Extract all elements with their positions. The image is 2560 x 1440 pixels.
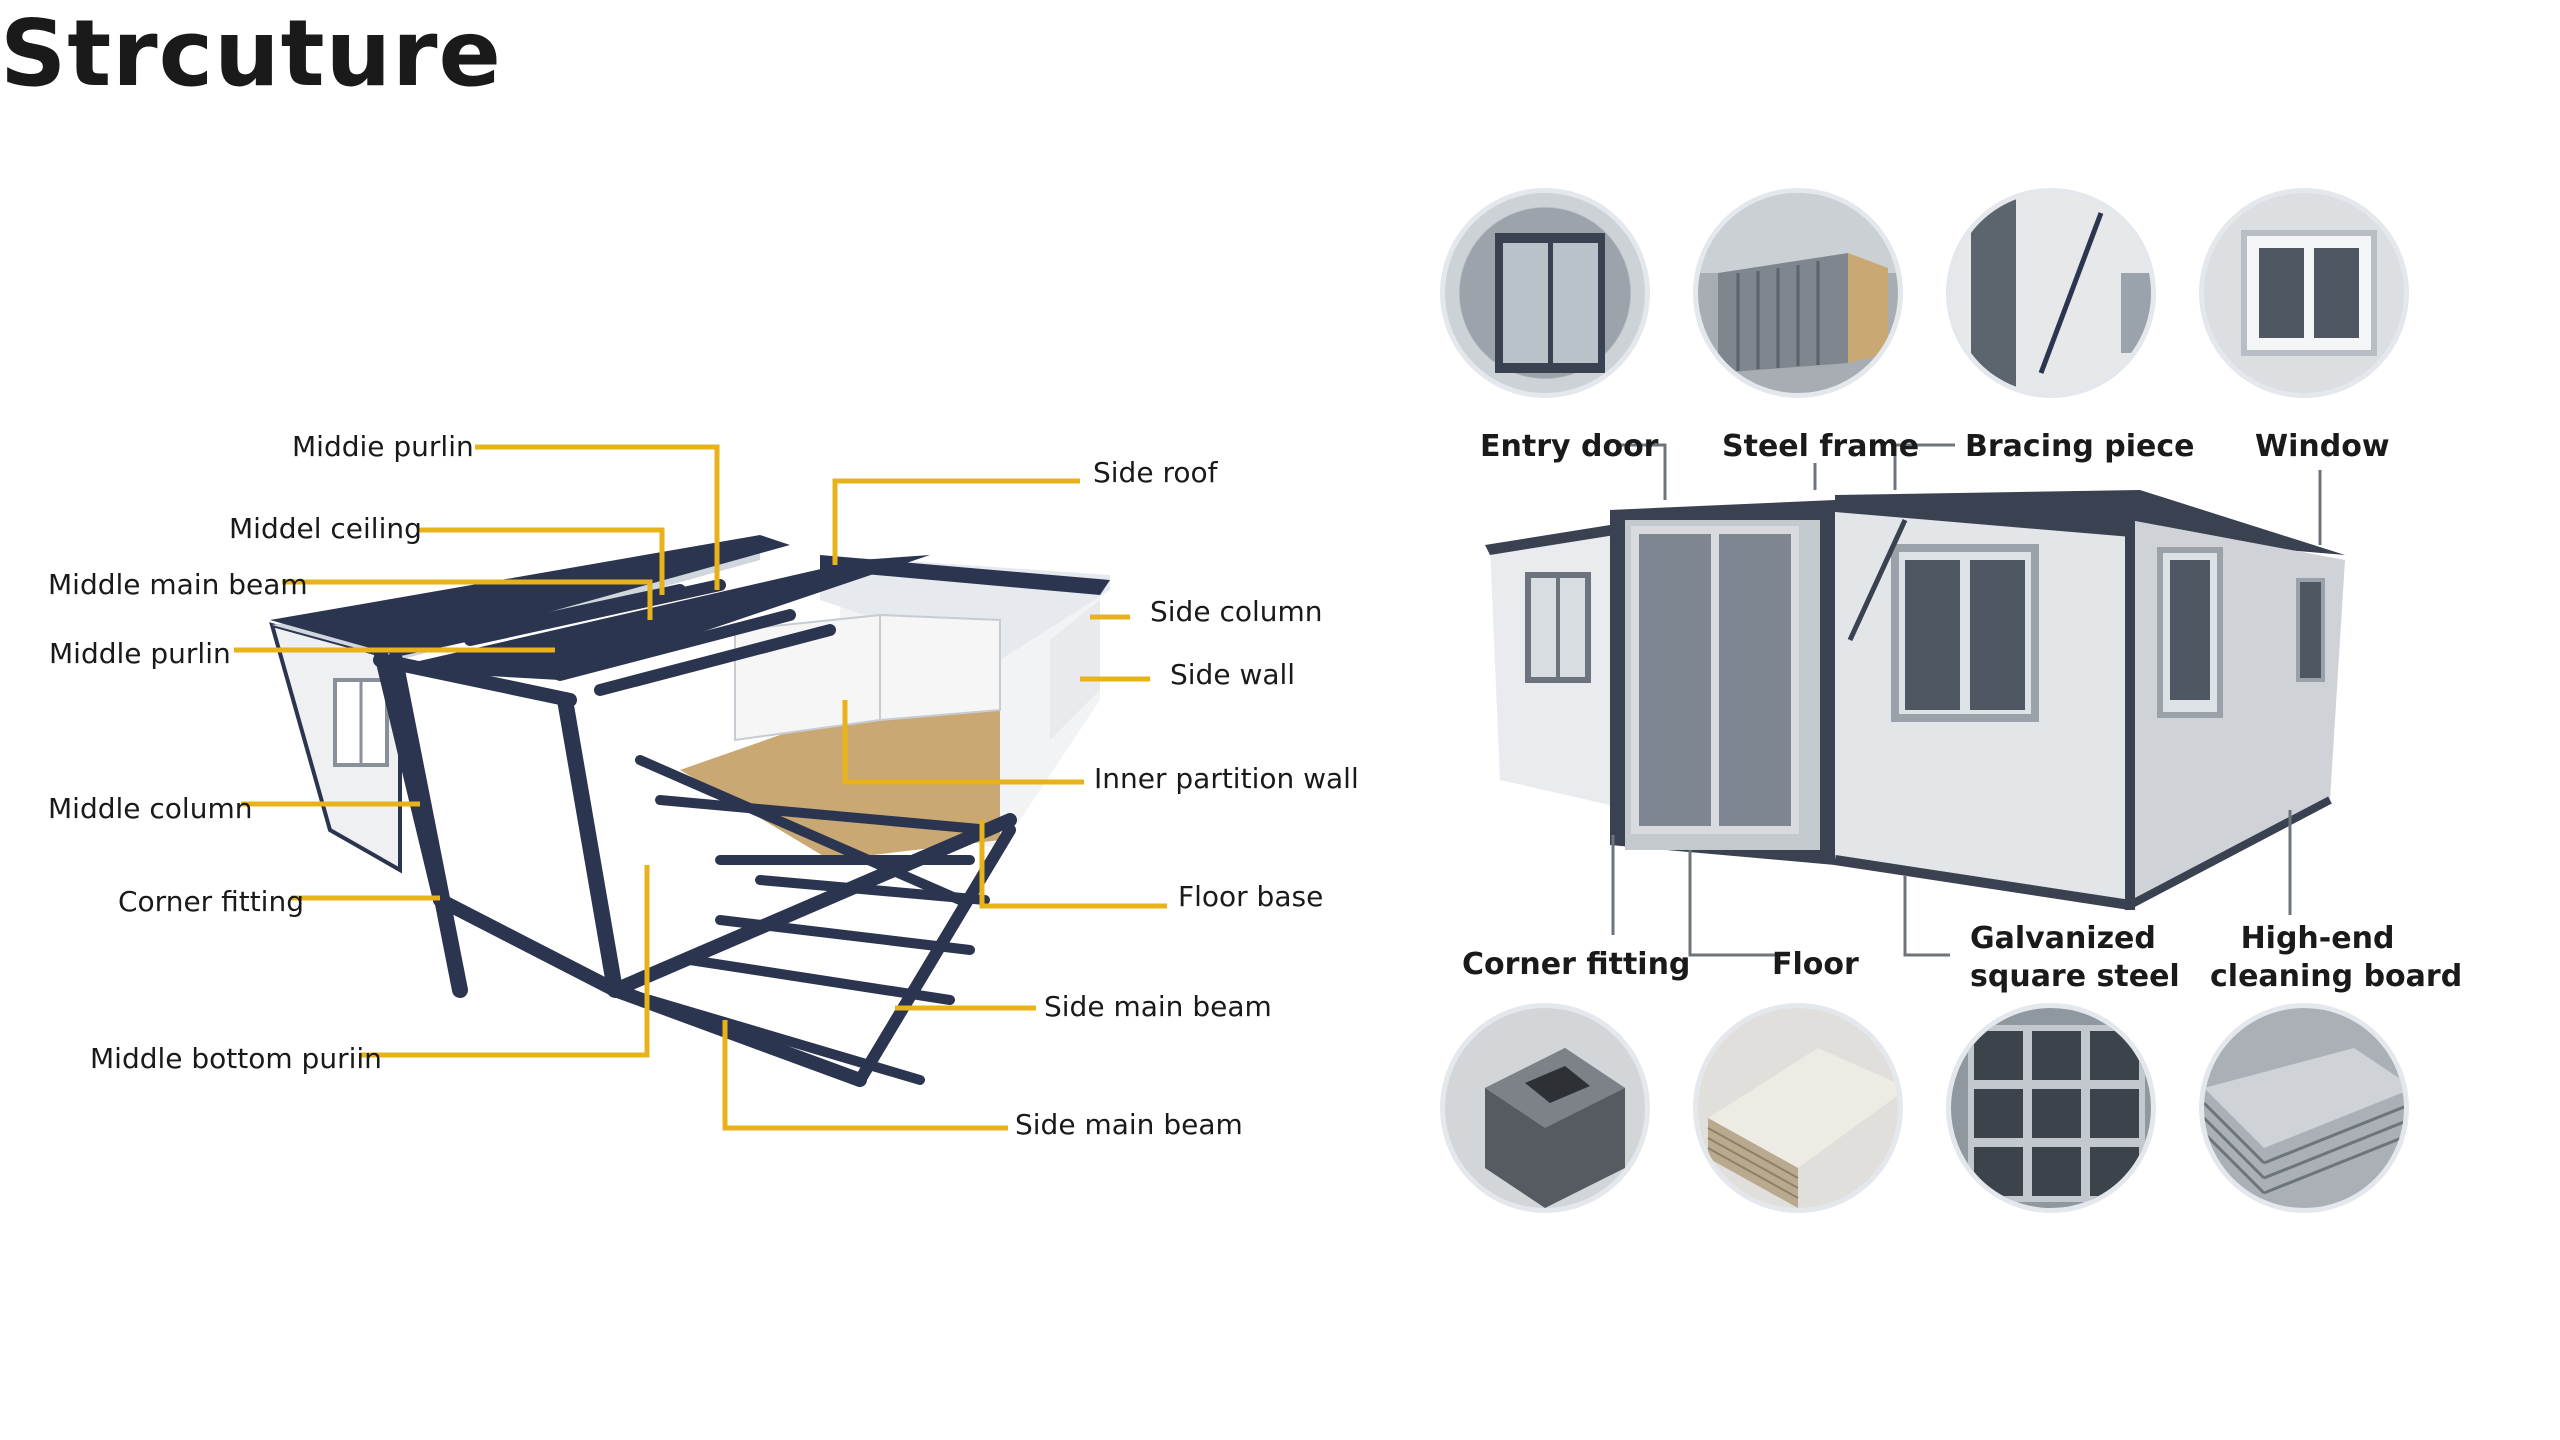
label-middle-bottom-puriin: Middle bottom puriin xyxy=(90,1042,382,1075)
left-module xyxy=(269,535,790,874)
label-window: Window xyxy=(2255,429,2390,464)
label-entry-door: Entry door xyxy=(1480,429,1659,464)
diagram-title: Strcuture xyxy=(0,0,502,107)
label-middie-purlin: Middie purlin xyxy=(292,430,474,463)
label-side-main-beam-2: Side main beam xyxy=(1015,1108,1243,1141)
label-side-roof: Side roof xyxy=(1093,456,1218,489)
label-bracing-piece: Bracing piece xyxy=(1965,429,2195,464)
label-galvanized-line2: square steel xyxy=(1970,959,2180,994)
right-module xyxy=(680,555,1110,860)
label-floor: Floor xyxy=(1772,947,1859,982)
label-inner-partition-wall: Inner partition wall xyxy=(1094,762,1359,795)
label-high-end-cleaning-board: High-end cleaning board xyxy=(2210,920,2463,996)
floor-photo xyxy=(1693,1003,1903,1213)
label-steel-frame: Steel frame xyxy=(1722,429,1920,464)
corner-fitting-photo xyxy=(1440,1003,1650,1213)
leader-lines-right xyxy=(1611,443,2322,957)
leader-lines-left xyxy=(234,444,1167,1131)
window-photo xyxy=(2199,188,2409,398)
label-middle-column: Middle column xyxy=(48,792,253,825)
house-illustration xyxy=(1485,490,2345,910)
bracing-piece-photo xyxy=(1946,188,2156,398)
label-side-main-beam-1: Side main beam xyxy=(1044,990,1272,1023)
label-corner-fitting-right: Corner fitting xyxy=(1462,947,1691,982)
label-middle-purlin: Middle purlin xyxy=(49,637,231,670)
label-floor-base: Floor base xyxy=(1178,880,1324,913)
label-side-wall: Side wall xyxy=(1170,658,1296,691)
label-cleaning-line1: High-end xyxy=(2240,921,2395,956)
label-side-column: Side column xyxy=(1150,595,1323,628)
entry-door-photo xyxy=(1440,188,1650,398)
steel-frame-photo xyxy=(1693,188,1903,398)
cleaning-board-photo xyxy=(2199,1003,2409,1213)
label-middle-main-beam: Middle main beam xyxy=(48,568,308,601)
label-corner-fitting: Corner fitting xyxy=(118,885,304,918)
label-middel-ceiling: Middel ceiling xyxy=(229,512,422,545)
label-galvanized-line1: Galvanized xyxy=(1970,921,2156,956)
label-cleaning-line2: cleaning board xyxy=(2210,959,2463,994)
label-galvanized-square-steel: Galvanized square steel xyxy=(1970,920,2180,996)
galvanized-steel-photo xyxy=(1946,1003,2156,1213)
